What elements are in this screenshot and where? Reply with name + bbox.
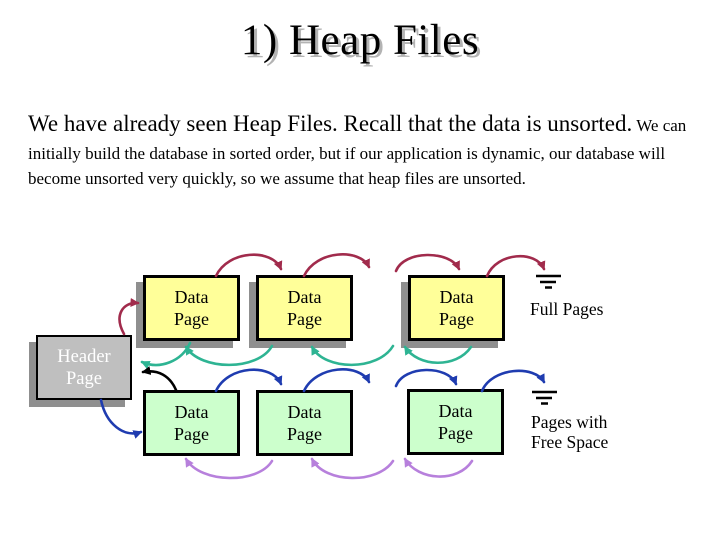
arrow-free1-to-header xyxy=(141,366,178,392)
body-detail-text: We can initially build the database in s… xyxy=(28,116,687,188)
arrow-full2-next xyxy=(302,253,371,278)
data-page-label-line1: Data xyxy=(174,287,209,307)
free-space-label: Pages with Free Space xyxy=(531,412,608,452)
free-data-page-box-1: Data Page xyxy=(143,390,240,456)
arrow-free2-next xyxy=(302,368,371,393)
ground-symbol-full-pages xyxy=(536,274,561,289)
arrow-to-free3 xyxy=(394,368,458,388)
arrow-to-full3 xyxy=(394,253,461,273)
arrow-free2-to-free1 xyxy=(184,457,274,480)
data-page-label-line2: Page xyxy=(287,424,322,444)
data-page-label-line2: Page xyxy=(439,309,474,329)
data-page-label-line2: Page xyxy=(287,309,322,329)
header-page-label-line2: Page xyxy=(66,368,102,389)
body-lead-text: We have already seen Heap Files. Recall … xyxy=(28,111,633,136)
full-pages-label: Full Pages xyxy=(530,299,604,319)
ground-symbol-free-pages xyxy=(532,390,557,405)
data-page-label-line2: Page xyxy=(174,424,209,444)
full-data-page-box-1: Data Page xyxy=(143,275,240,341)
free-space-label-line2: Free Space xyxy=(531,432,609,452)
page-title: 1) Heap Files xyxy=(240,17,480,64)
arrow-full1-to-header xyxy=(140,341,192,370)
data-page-label-line2: Page xyxy=(174,309,209,329)
arrow-full3-back xyxy=(403,345,473,365)
arrow-back-to-full2 xyxy=(310,344,395,367)
header-page-box: Header Page xyxy=(36,335,132,400)
arrow-full1-to-full2 xyxy=(214,253,283,278)
data-page-label-line2: Page xyxy=(438,423,473,443)
arrow-full3-to-ground xyxy=(485,255,546,278)
header-page-label-line1: Header xyxy=(57,346,111,367)
data-page-label-line1: Data xyxy=(438,401,473,421)
arrow-free1-to-free2 xyxy=(214,368,283,393)
free-space-label-line1: Pages with xyxy=(531,412,608,432)
body-paragraph: We have already seen Heap Files. Recall … xyxy=(28,106,690,191)
arrow-header-to-full1 xyxy=(118,298,140,336)
free-data-page-box-2: Data Page xyxy=(256,390,353,456)
data-page-label-line1: Data xyxy=(439,287,474,307)
data-page-label-line1: Data xyxy=(287,287,322,307)
arrow-free3-back xyxy=(403,457,474,478)
full-data-page-box-3: Data Page xyxy=(408,275,505,341)
arrow-back-to-free2 xyxy=(310,457,395,480)
free-data-page-box-3: Data Page xyxy=(407,389,504,455)
data-page-label-line1: Data xyxy=(287,402,322,422)
full-data-page-box-2: Data Page xyxy=(256,275,353,341)
data-page-label-line1: Data xyxy=(174,402,209,422)
arrow-full2-to-full1 xyxy=(184,344,274,367)
arrow-header-to-free1 xyxy=(99,398,143,439)
arrow-free3-to-ground xyxy=(480,369,546,393)
